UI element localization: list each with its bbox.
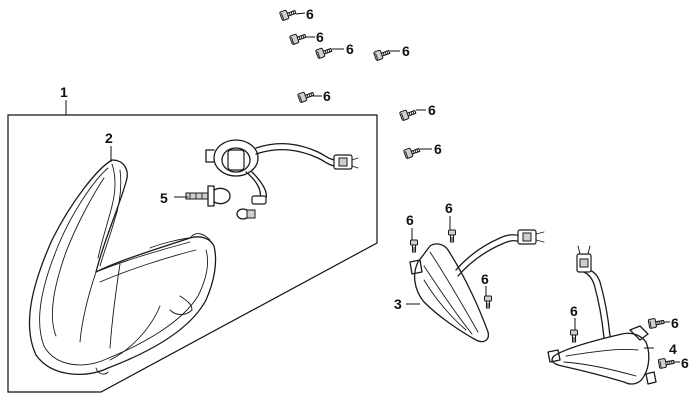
headlight-lens	[28, 159, 217, 376]
bolt-icon	[447, 229, 457, 243]
callout-1: 1	[60, 84, 68, 100]
position-bulb-icon	[236, 208, 256, 220]
callout-6: 6	[406, 212, 414, 228]
bulb-icon	[185, 185, 231, 207]
right-turn-signal	[547, 245, 657, 385]
callout-6: 6	[445, 200, 453, 216]
bulb-socket-harness	[205, 139, 359, 205]
bolt-icon	[296, 88, 316, 104]
bolt-icon	[483, 295, 493, 309]
callout-labels: 1 2 5 3 4 6 6 6 6 6 6 6 6 6 6 6 6 6	[60, 6, 689, 371]
bolt-icon	[314, 44, 334, 60]
callout-6: 6	[346, 41, 354, 57]
callout-6: 6	[671, 315, 679, 331]
callout-6: 6	[428, 102, 436, 118]
callout-6: 6	[481, 271, 489, 287]
callout-6: 6	[681, 355, 689, 371]
callout-2: 2	[105, 130, 113, 146]
bolt-icon	[657, 356, 676, 370]
callout-5: 5	[160, 190, 168, 206]
leader-lines	[65, 12, 680, 363]
callout-6: 6	[402, 43, 410, 59]
assembly-frame	[7, 114, 378, 393]
callout-3: 3	[394, 296, 402, 312]
bolt-icon	[409, 239, 419, 253]
left-turn-signal	[409, 229, 545, 343]
callout-6: 6	[316, 29, 324, 45]
bolt-icon	[402, 144, 422, 160]
bolt-icon	[278, 6, 298, 22]
screws	[278, 6, 676, 370]
bolt-icon	[398, 106, 418, 122]
bolt-icon	[647, 316, 666, 330]
bolt-icon	[372, 46, 392, 62]
callout-4: 4	[669, 341, 677, 357]
callout-6: 6	[570, 303, 578, 319]
bolt-icon	[569, 329, 579, 343]
callout-6: 6	[323, 88, 331, 104]
callout-6: 6	[434, 141, 442, 157]
callout-6: 6	[306, 6, 314, 22]
bolt-icon	[288, 30, 308, 46]
